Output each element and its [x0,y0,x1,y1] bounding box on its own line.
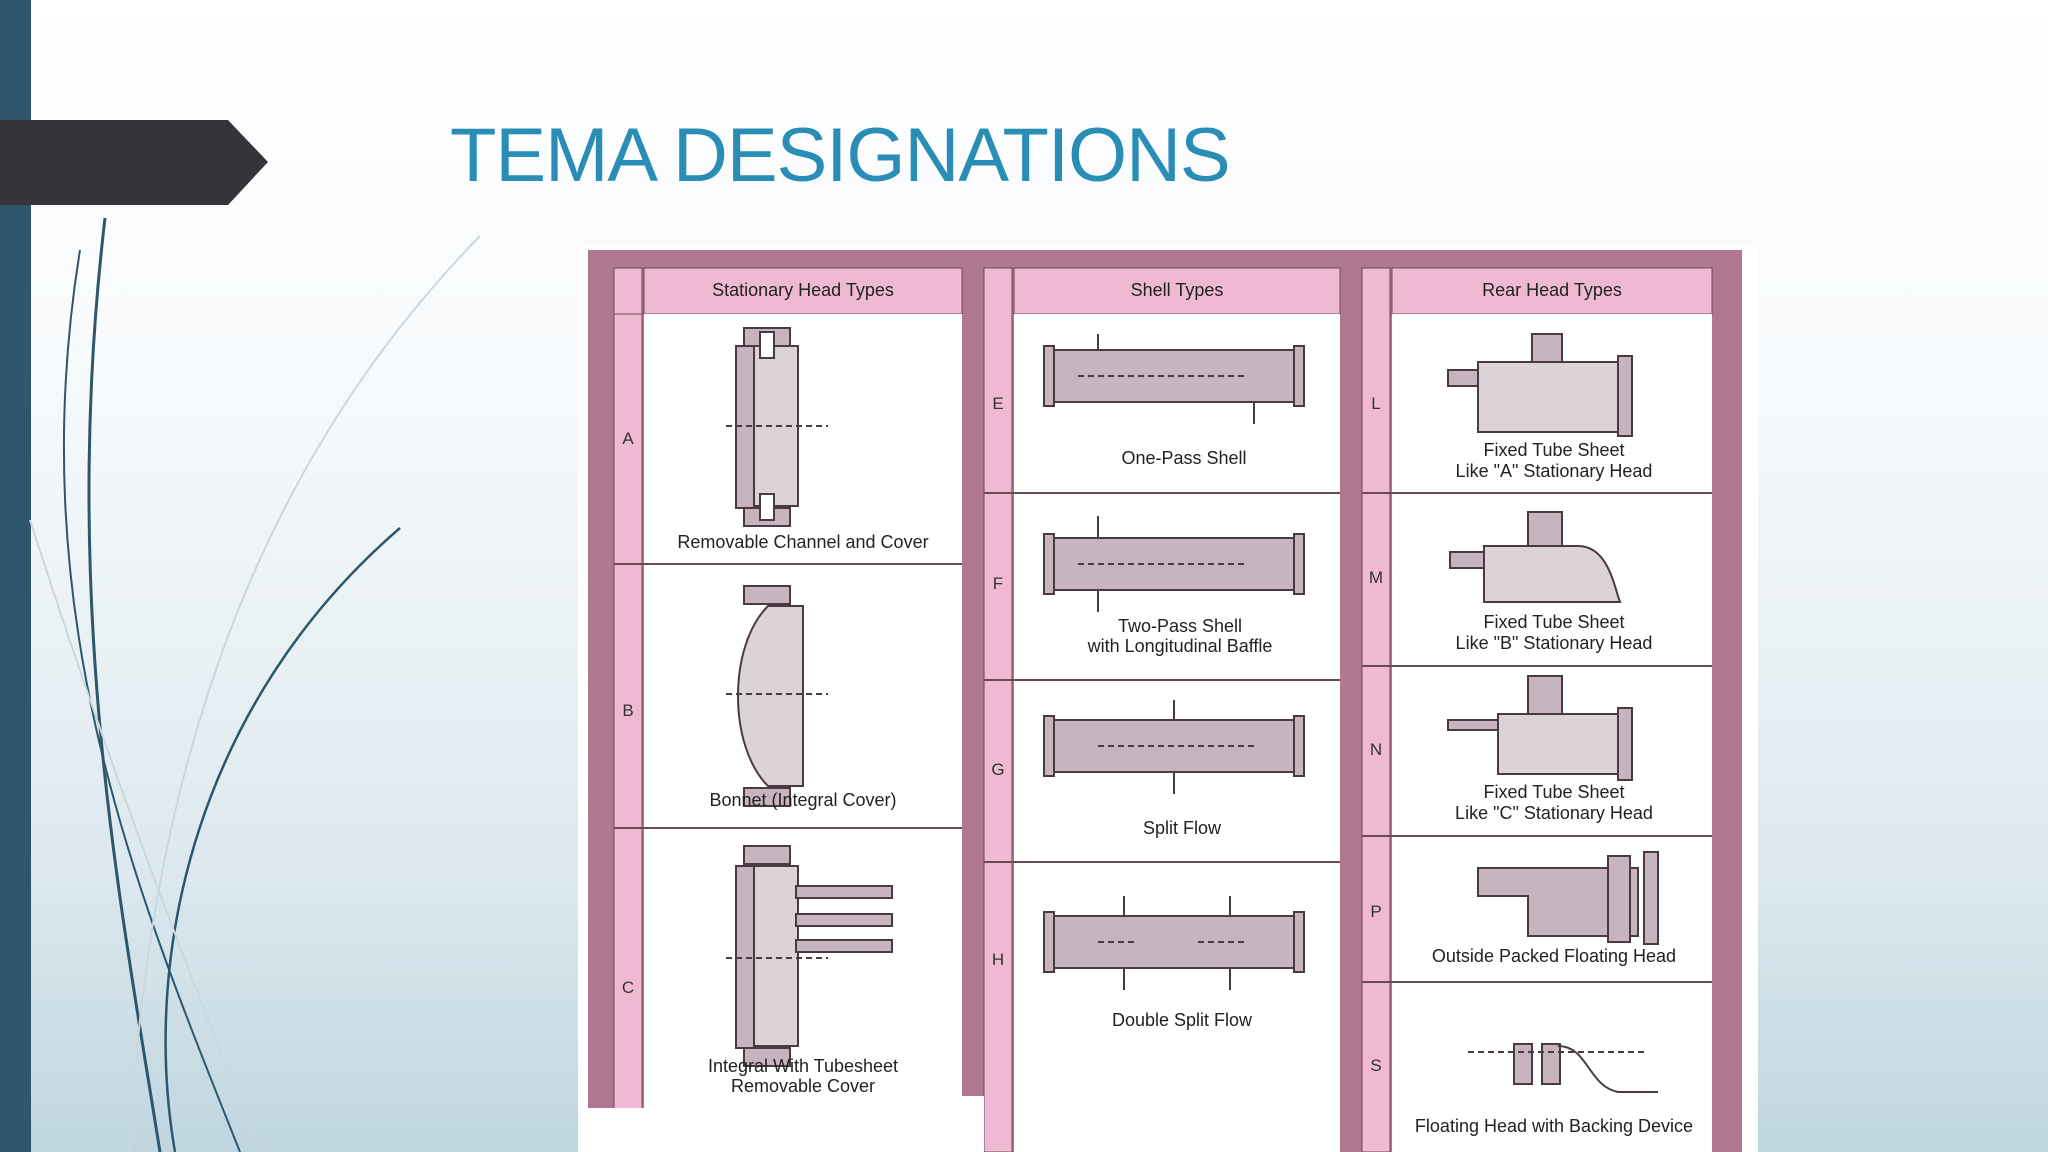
figure-drawing [578,250,1742,1152]
caption-integral-line2: Removable Cover [730,1076,876,1096]
caption-outside-packed: Outside Packed Floating Head [1431,946,1677,966]
caption-split-flow: Split Flow [1142,818,1222,838]
column-header-rear: Rear Head Types [1482,280,1622,300]
caption-one-pass-shell: One-Pass Shell [1121,448,1247,468]
type-letter-h: H [991,950,1005,969]
caption-l-line1: Fixed Tube Sheet [1483,440,1625,460]
caption-m-line1: Fixed Tube Sheet [1483,612,1625,632]
column-header-shell: Shell Types [1130,280,1224,300]
column-header-stationary: Stationary Head Types [712,280,894,300]
type-letter-n: N [1369,740,1383,759]
caption-floating-head-backing: Floating Head with Backing Device [1414,1116,1694,1136]
type-letter-s: S [1370,1056,1382,1075]
type-letter-f: F [992,574,1004,593]
caption-bonnet: Bonnet (Integral Cover) [709,790,897,810]
type-letter-a: A [622,429,634,448]
caption-two-pass-line2: with Longitudinal Baffle [1087,636,1273,656]
type-letter-c: C [621,978,635,997]
caption-integral-line1: Integral With Tubesheet [707,1056,899,1076]
type-letter-l: L [1371,394,1381,413]
caption-removable-channel: Removable Channel and Cover [677,532,929,552]
caption-two-pass-line1: Two-Pass Shell [1117,616,1243,636]
caption-l-line2: Like "A" Stationary Head [1455,461,1653,481]
caption-m-line2: Like "B" Stationary Head [1455,633,1653,653]
type-letter-b: B [622,701,634,720]
type-letter-g: G [991,760,1005,779]
caption-double-split-flow: Double Split Flow [1111,1010,1253,1030]
caption-n-line1: Fixed Tube Sheet [1483,782,1625,802]
type-letter-m: M [1368,568,1384,587]
tema-designations-figure: Stationary Head Types Shell Types Rear H… [578,246,1758,1152]
arrow-tab-shape [0,120,268,205]
slide-title: TEMA DESIGNATIONS [450,113,1231,198]
type-letter-e: E [992,394,1004,413]
caption-n-line2: Like "C" Stationary Head [1455,803,1653,823]
type-letter-p: P [1370,902,1382,921]
decorative-swoosh [29,217,481,1152]
